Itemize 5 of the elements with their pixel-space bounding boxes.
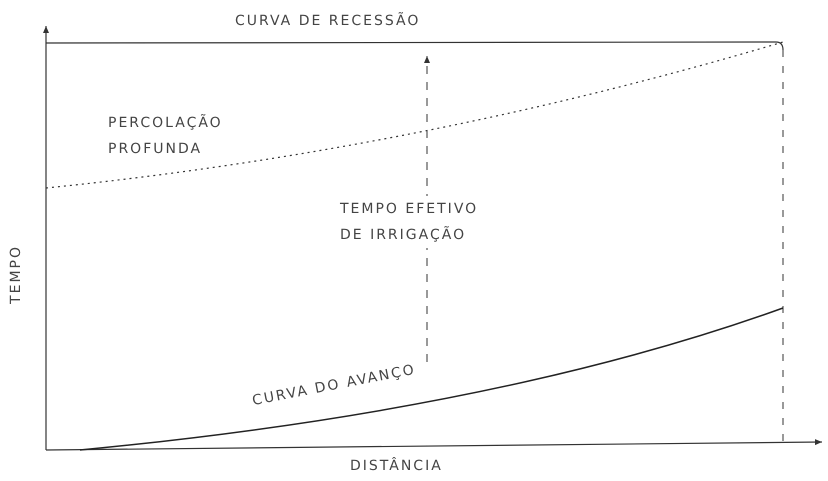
curve-label: CURVA DO AVANÇO [250,360,418,412]
axis-label: DISTÂNCIA [350,456,443,476]
axis-label: TEMPO [7,245,25,304]
curve-label: CURVA DE RECESSÃO [235,11,420,31]
region-label: PERCOLAÇÃO PROFUNDA [108,113,224,159]
